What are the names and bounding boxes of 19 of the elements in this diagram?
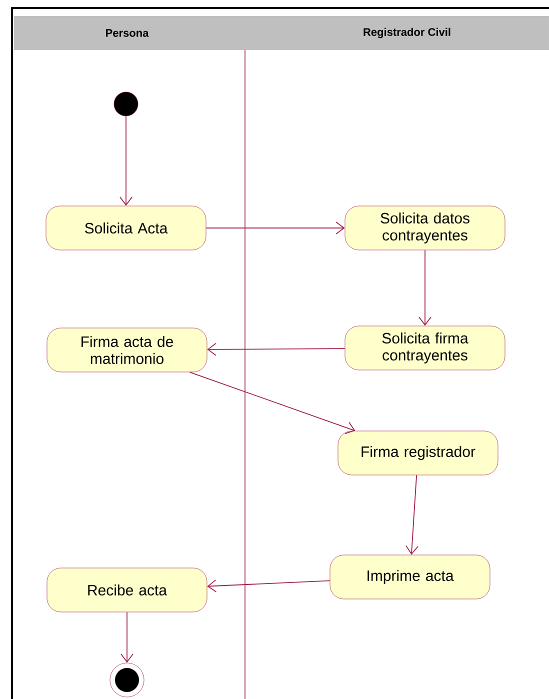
arrow bbox=[207, 342, 346, 356]
activity-box: Recibe acta bbox=[46, 568, 208, 612]
arrow bbox=[120, 116, 132, 206]
activity-box: Imprime acta bbox=[330, 554, 490, 600]
start-node bbox=[114, 92, 138, 116]
activity-box: Solicita firma contrayentes bbox=[344, 326, 506, 370]
arrow bbox=[207, 579, 330, 592]
lane-title: Registrador Civil bbox=[364, 28, 450, 38]
lane-title: Persona bbox=[106, 29, 149, 37]
activity-box: Solicita Acta bbox=[46, 206, 206, 250]
arrow bbox=[206, 222, 345, 234]
activity-box: Firma acta de matrimonio bbox=[46, 328, 208, 372]
arrow bbox=[189, 372, 356, 434]
arrow bbox=[418, 250, 432, 326]
arrow bbox=[406, 474, 418, 555]
end-node bbox=[110, 662, 144, 698]
arrow bbox=[120, 612, 134, 663]
activity-box: Firma registrador bbox=[338, 430, 498, 476]
activity-box: Solicita datos contrayentes bbox=[344, 206, 506, 250]
